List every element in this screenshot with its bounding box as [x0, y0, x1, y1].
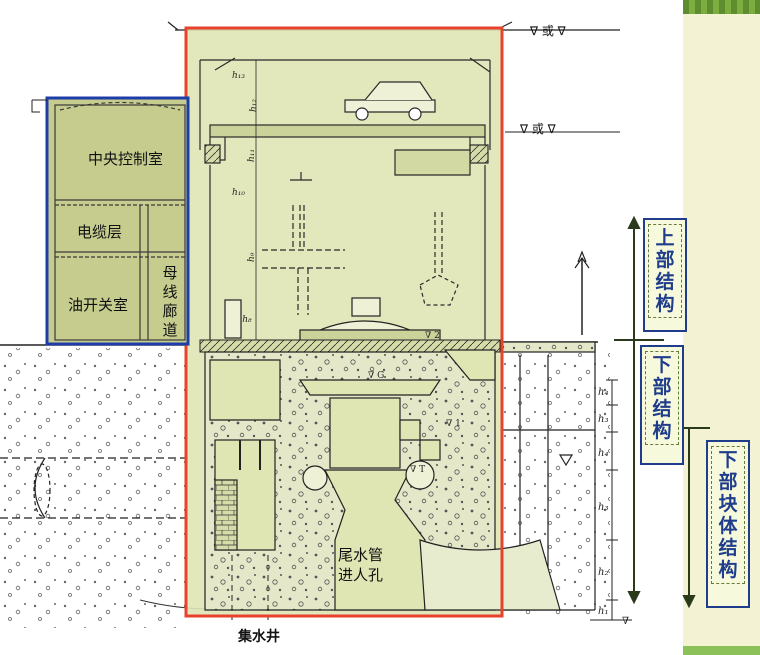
side-band-stripe — [683, 0, 760, 14]
svg-text:∇ 1: ∇ 1 — [446, 419, 461, 429]
left-pipe — [0, 457, 190, 519]
upper-structure-box: 上 部 结 构 — [643, 218, 687, 332]
svg-text:h₁₃: h₁₃ — [232, 71, 245, 81]
side-band-bottom — [683, 646, 760, 655]
central-control-label: 中央控制室 — [88, 150, 164, 168]
svg-text:h₄: h₄ — [598, 448, 608, 459]
svg-text:h₃: h₃ — [598, 414, 608, 425]
lower-structure-box: 下 部 结 构 — [640, 345, 684, 465]
sump-well-outline — [231, 555, 269, 620]
aux-building-structure — [54, 101, 186, 341]
svg-text:h₁₁: h₁₁ — [247, 149, 257, 162]
dimension-chain — [590, 379, 632, 621]
ground-marker-label: ∇ 或 ∇ — [530, 24, 566, 38]
generator-unit — [224, 297, 441, 343]
superstructure — [199, 57, 491, 340]
svg-text:h₃: h₃ — [598, 502, 608, 513]
svg-text:∇: ∇ — [622, 616, 629, 627]
svg-text:h₄: h₄ — [598, 387, 608, 398]
draft-tube-access-label: 尾水管 进人孔 — [338, 546, 384, 584]
svg-text:h₁₀: h₁₀ — [232, 188, 245, 198]
svg-text:h₁: h₁ — [598, 606, 608, 617]
cable-floor-label: 电缆层 — [77, 223, 123, 241]
oil-switch-label: 油开关室 — [68, 296, 129, 314]
svg-text:h₉: h₉ — [247, 252, 257, 262]
sump-well-label: 集水井 — [238, 629, 280, 645]
lower-block-structure-box: 下 部 块 体 结 构 — [706, 440, 750, 608]
svg-text:∇ T: ∇ T — [410, 465, 425, 475]
ground-left — [0, 348, 188, 628]
aux-building-fill — [47, 98, 188, 343]
svg-text:h₁₂: h₁₂ — [249, 99, 259, 112]
crane-marker-label: ∇ 或 ∇ — [520, 122, 556, 136]
svg-text:h₂: h₂ — [598, 567, 608, 578]
aux-building-outline — [45, 96, 190, 346]
bus-gallery-label: 母 线 廊 道 — [162, 264, 178, 339]
svg-text:∇ 2: ∇ 2 — [425, 331, 440, 341]
substructure-cavities — [209, 349, 561, 611]
svg-text:∇ G: ∇ G — [368, 371, 384, 381]
